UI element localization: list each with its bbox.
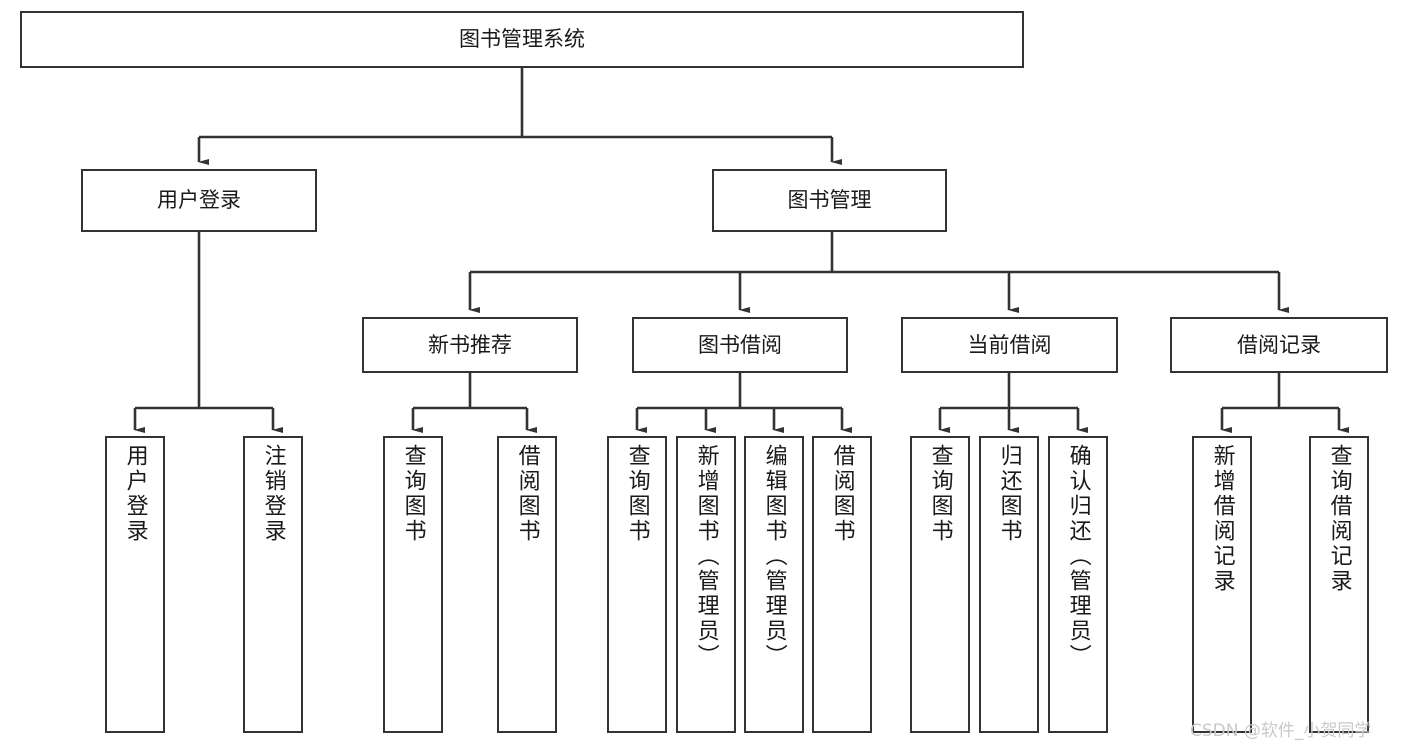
node-label: 确认归还（管理员） [1065,444,1091,669]
node-book-borrow[interactable]: 图书借阅 [632,317,848,373]
node-label: 新书推荐 [428,332,512,357]
node-label: 编辑图书（管理员） [761,444,787,669]
leaf-borrow-add-book-admin[interactable]: 新增图书（管理员） [676,436,736,733]
node-label: 新增借阅记录 [1209,444,1235,594]
leaf-borrow-query-book[interactable]: 查询图书 [607,436,667,733]
leaf-current-return-book[interactable]: 归还图书 [979,436,1039,733]
node-label: 新增图书（管理员） [693,444,719,669]
node-label: 注销登录 [260,444,286,544]
node-current-borrow[interactable]: 当前借阅 [901,317,1118,373]
node-label: 查询图书 [624,444,650,544]
node-label: 归还图书 [996,444,1022,544]
node-root-system[interactable]: 图书管理系统 [20,11,1024,68]
node-user-login[interactable]: 用户登录 [81,169,317,232]
leaf-user-login-signin[interactable]: 用户登录 [105,436,165,733]
node-label: 查询借阅记录 [1326,444,1352,594]
node-label: 借阅图书 [514,444,540,544]
leaf-borrow-edit-book-admin[interactable]: 编辑图书（管理员） [744,436,804,733]
leaf-user-login-signout[interactable]: 注销登录 [243,436,303,733]
node-new-book-recommend[interactable]: 新书推荐 [362,317,578,373]
leaf-current-confirm-return-admin[interactable]: 确认归还（管理员） [1048,436,1108,733]
leaf-current-query-book[interactable]: 查询图书 [910,436,970,733]
node-label: 查询图书 [400,444,426,544]
node-label: 图书管理系统 [459,27,585,52]
node-borrow-records[interactable]: 借阅记录 [1170,317,1388,373]
node-label: 图书管理 [787,188,872,213]
node-label: 当前借阅 [967,332,1052,357]
node-label: 查询图书 [927,444,953,544]
node-label: 图书借阅 [698,332,782,357]
node-label: 用户登录 [157,188,241,213]
node-book-management[interactable]: 图书管理 [712,169,947,232]
node-label: 用户登录 [122,444,148,544]
leaf-recommend-borrow-book[interactable]: 借阅图书 [497,436,557,733]
node-label: 借阅图书 [829,444,855,544]
node-label: 借阅记录 [1237,332,1321,357]
leaf-records-add-record[interactable]: 新增借阅记录 [1192,436,1252,733]
leaf-records-query-record[interactable]: 查询借阅记录 [1309,436,1369,733]
leaf-borrow-borrow-book[interactable]: 借阅图书 [812,436,872,733]
leaf-recommend-query-book[interactable]: 查询图书 [383,436,443,733]
